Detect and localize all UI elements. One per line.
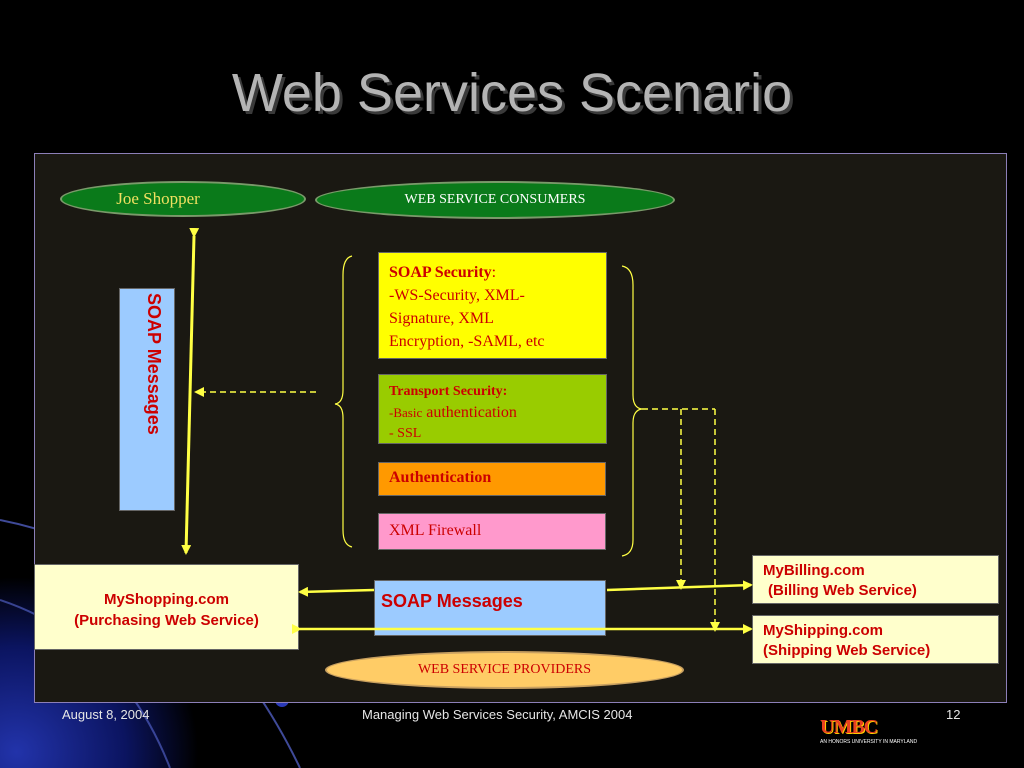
- joe-shopper-label: Joe Shopper: [116, 189, 200, 208]
- soap-security-line1: -WS-Security, XML-: [389, 287, 525, 304]
- mybilling-line1: MyBilling.com: [763, 562, 865, 579]
- joe-shopper-ellipse: Joe Shopper: [60, 181, 306, 217]
- myshopping-box: MyShopping.com (Purchasing Web Service): [34, 564, 299, 650]
- myshipping-line1: MyShipping.com: [763, 622, 883, 639]
- myshipping-box: MyShipping.com (Shipping Web Service): [752, 615, 999, 664]
- myshipping-line2: (Shipping Web Service): [763, 642, 931, 659]
- transport-security-box: Transport Security: -Basic authenticatio…: [378, 374, 607, 444]
- web-service-providers-label: WEB SERVICE PROVIDERS: [417, 662, 592, 677]
- xml-firewall-box: XML Firewall: [378, 513, 606, 550]
- web-service-consumers-label: WEB SERVICE CONSUMERS: [404, 192, 586, 207]
- xml-firewall-label: XML Firewall: [389, 522, 482, 539]
- authentication-box: Authentication: [378, 462, 606, 496]
- transport-basic-rest: authentication: [422, 404, 517, 421]
- soap-messages-horizontal-box: SOAP Messages: [374, 580, 606, 636]
- footer-page-number: 12: [946, 707, 961, 722]
- transport-basic-small: -Basic: [389, 405, 423, 420]
- soap-security-heading: SOAP Security: [389, 264, 492, 281]
- umbc-logo-subtext: AN HONORS UNIVERSITY IN MARYLAND: [820, 739, 918, 745]
- myshopping-line2: (Purchasing Web Service): [74, 612, 259, 629]
- web-service-providers-ellipse: WEB SERVICE PROVIDERS: [325, 651, 684, 689]
- soap-security-line3: Encryption, -SAML, etc: [389, 333, 545, 350]
- transport-security-heading: Transport Security:: [389, 384, 508, 399]
- slide-title: Web Services Scenario: [231, 63, 793, 123]
- soap-messages-horizontal-label: SOAP Messages: [381, 591, 523, 611]
- mybilling-line2: (Billing Web Service): [768, 582, 917, 599]
- soap-security-box: SOAP Security: -WS-Security, XML- Signat…: [378, 252, 607, 359]
- umbc-logo-text: UMBC: [820, 716, 878, 738]
- footer-date: August 8, 2004: [62, 707, 150, 722]
- web-service-consumers-ellipse: WEB SERVICE CONSUMERS: [315, 181, 675, 219]
- soap-messages-vertical-label: SOAP Messages: [144, 293, 164, 435]
- umbc-logo: UMBC AN HONORS UNIVERSITY IN MARYLAND: [820, 716, 940, 748]
- soap-security-colon: :: [491, 264, 497, 281]
- transport-ssl: - SSL: [389, 426, 422, 441]
- mybilling-box: MyBilling.com (Billing Web Service): [752, 555, 999, 604]
- footer-center-text: Managing Web Services Security, AMCIS 20…: [362, 707, 633, 722]
- soap-messages-vertical-box: SOAP Messages: [119, 288, 175, 511]
- myshopping-line1: MyShopping.com: [104, 591, 229, 608]
- authentication-label: Authentication: [389, 469, 492, 486]
- soap-security-line2: Signature, XML: [389, 310, 494, 327]
